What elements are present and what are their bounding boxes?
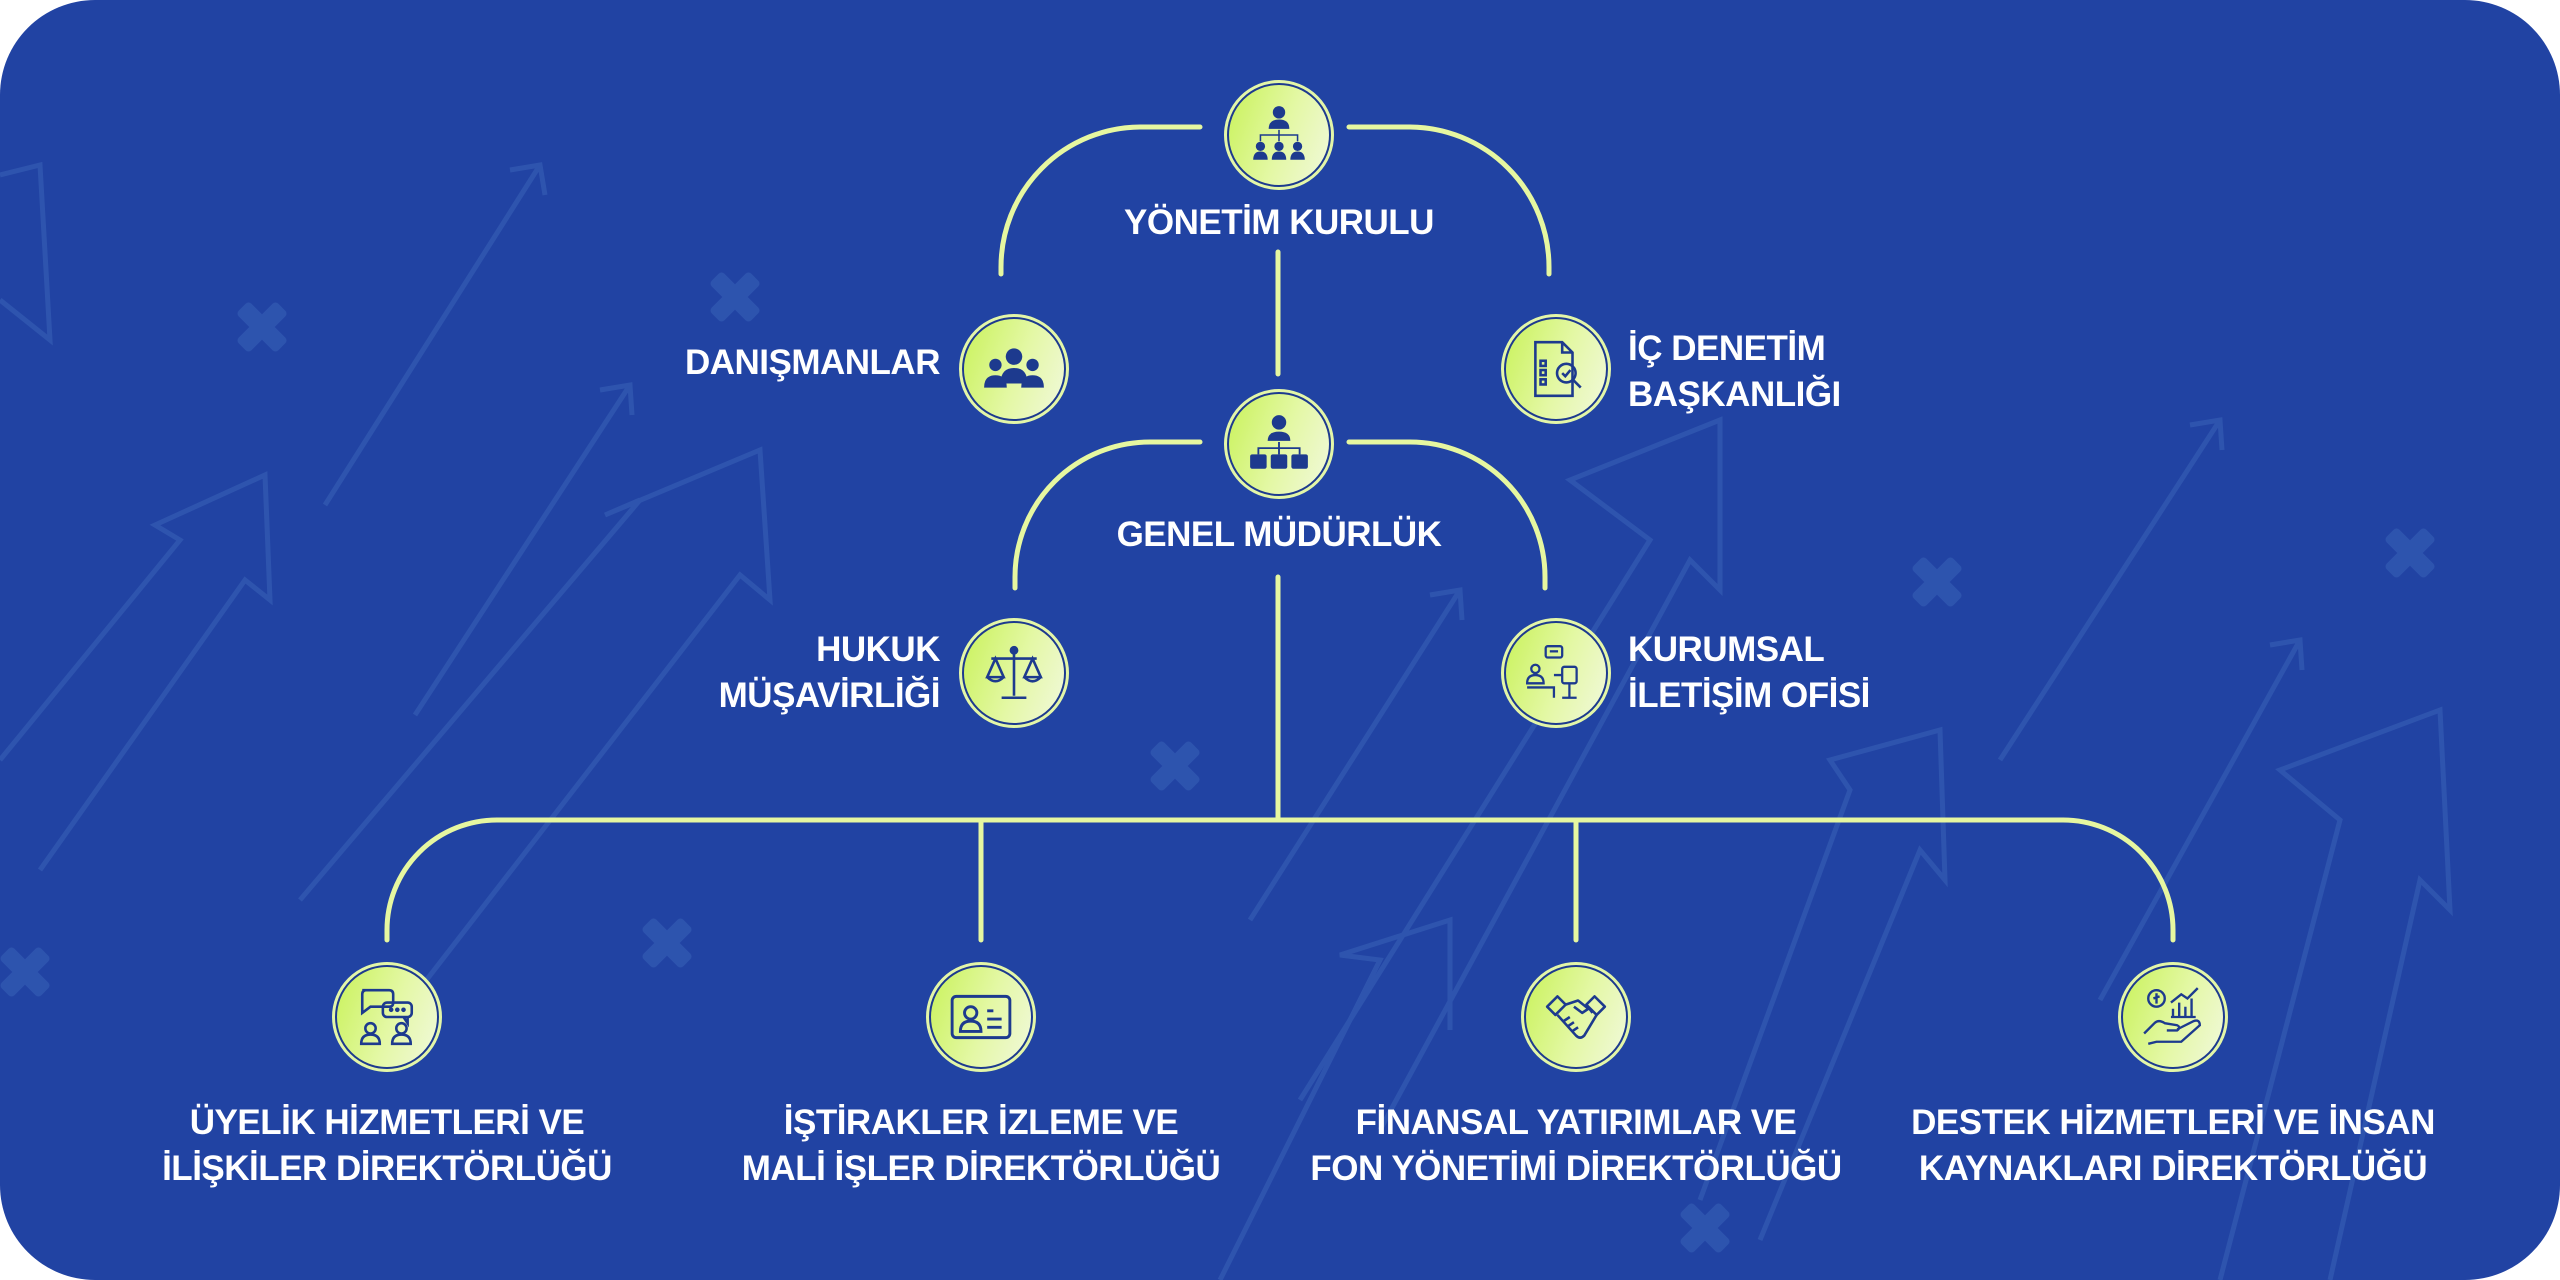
connector-top-left	[998, 124, 1203, 277]
team-icon	[984, 348, 1044, 388]
connector-gm-left	[1012, 439, 1203, 591]
conversation-users-icon	[359, 988, 414, 1046]
gm-label: GENEL MÜDÜRLÜK	[1116, 515, 1442, 554]
advisors-label: DANIŞMANLAR	[684, 343, 941, 382]
audit-document-search-icon	[1534, 340, 1582, 398]
connector-bus	[384, 817, 2176, 943]
legal-node[interactable]	[959, 618, 1069, 728]
scales-of-justice-icon	[985, 645, 1043, 700]
directorate-node-2[interactable]	[926, 962, 1036, 1072]
hand-growth-chart-icon	[2143, 987, 2201, 1045]
presentation-speaker-icon	[1525, 645, 1578, 699]
board-label: YÖNETİM KURULU	[1124, 203, 1434, 242]
directorate-node-4[interactable]	[2118, 962, 2228, 1072]
handshake-icon	[1545, 995, 1607, 1039]
directorate-node-3[interactable]	[1521, 962, 1631, 1072]
directorate-node-1[interactable]	[332, 962, 442, 1072]
gm-node[interactable]	[1224, 389, 1334, 499]
connector-top-right	[1346, 124, 1552, 277]
board-node[interactable]	[1224, 80, 1334, 190]
id-card-icon	[950, 994, 1012, 1040]
comms-node[interactable]	[1501, 618, 1611, 728]
connector-gm-right	[1346, 439, 1548, 591]
advisors-node[interactable]	[959, 314, 1069, 424]
org-hierarchy-icon	[1253, 106, 1305, 160]
audit-node[interactable]	[1501, 314, 1611, 424]
manager-structure-icon	[1250, 415, 1308, 469]
